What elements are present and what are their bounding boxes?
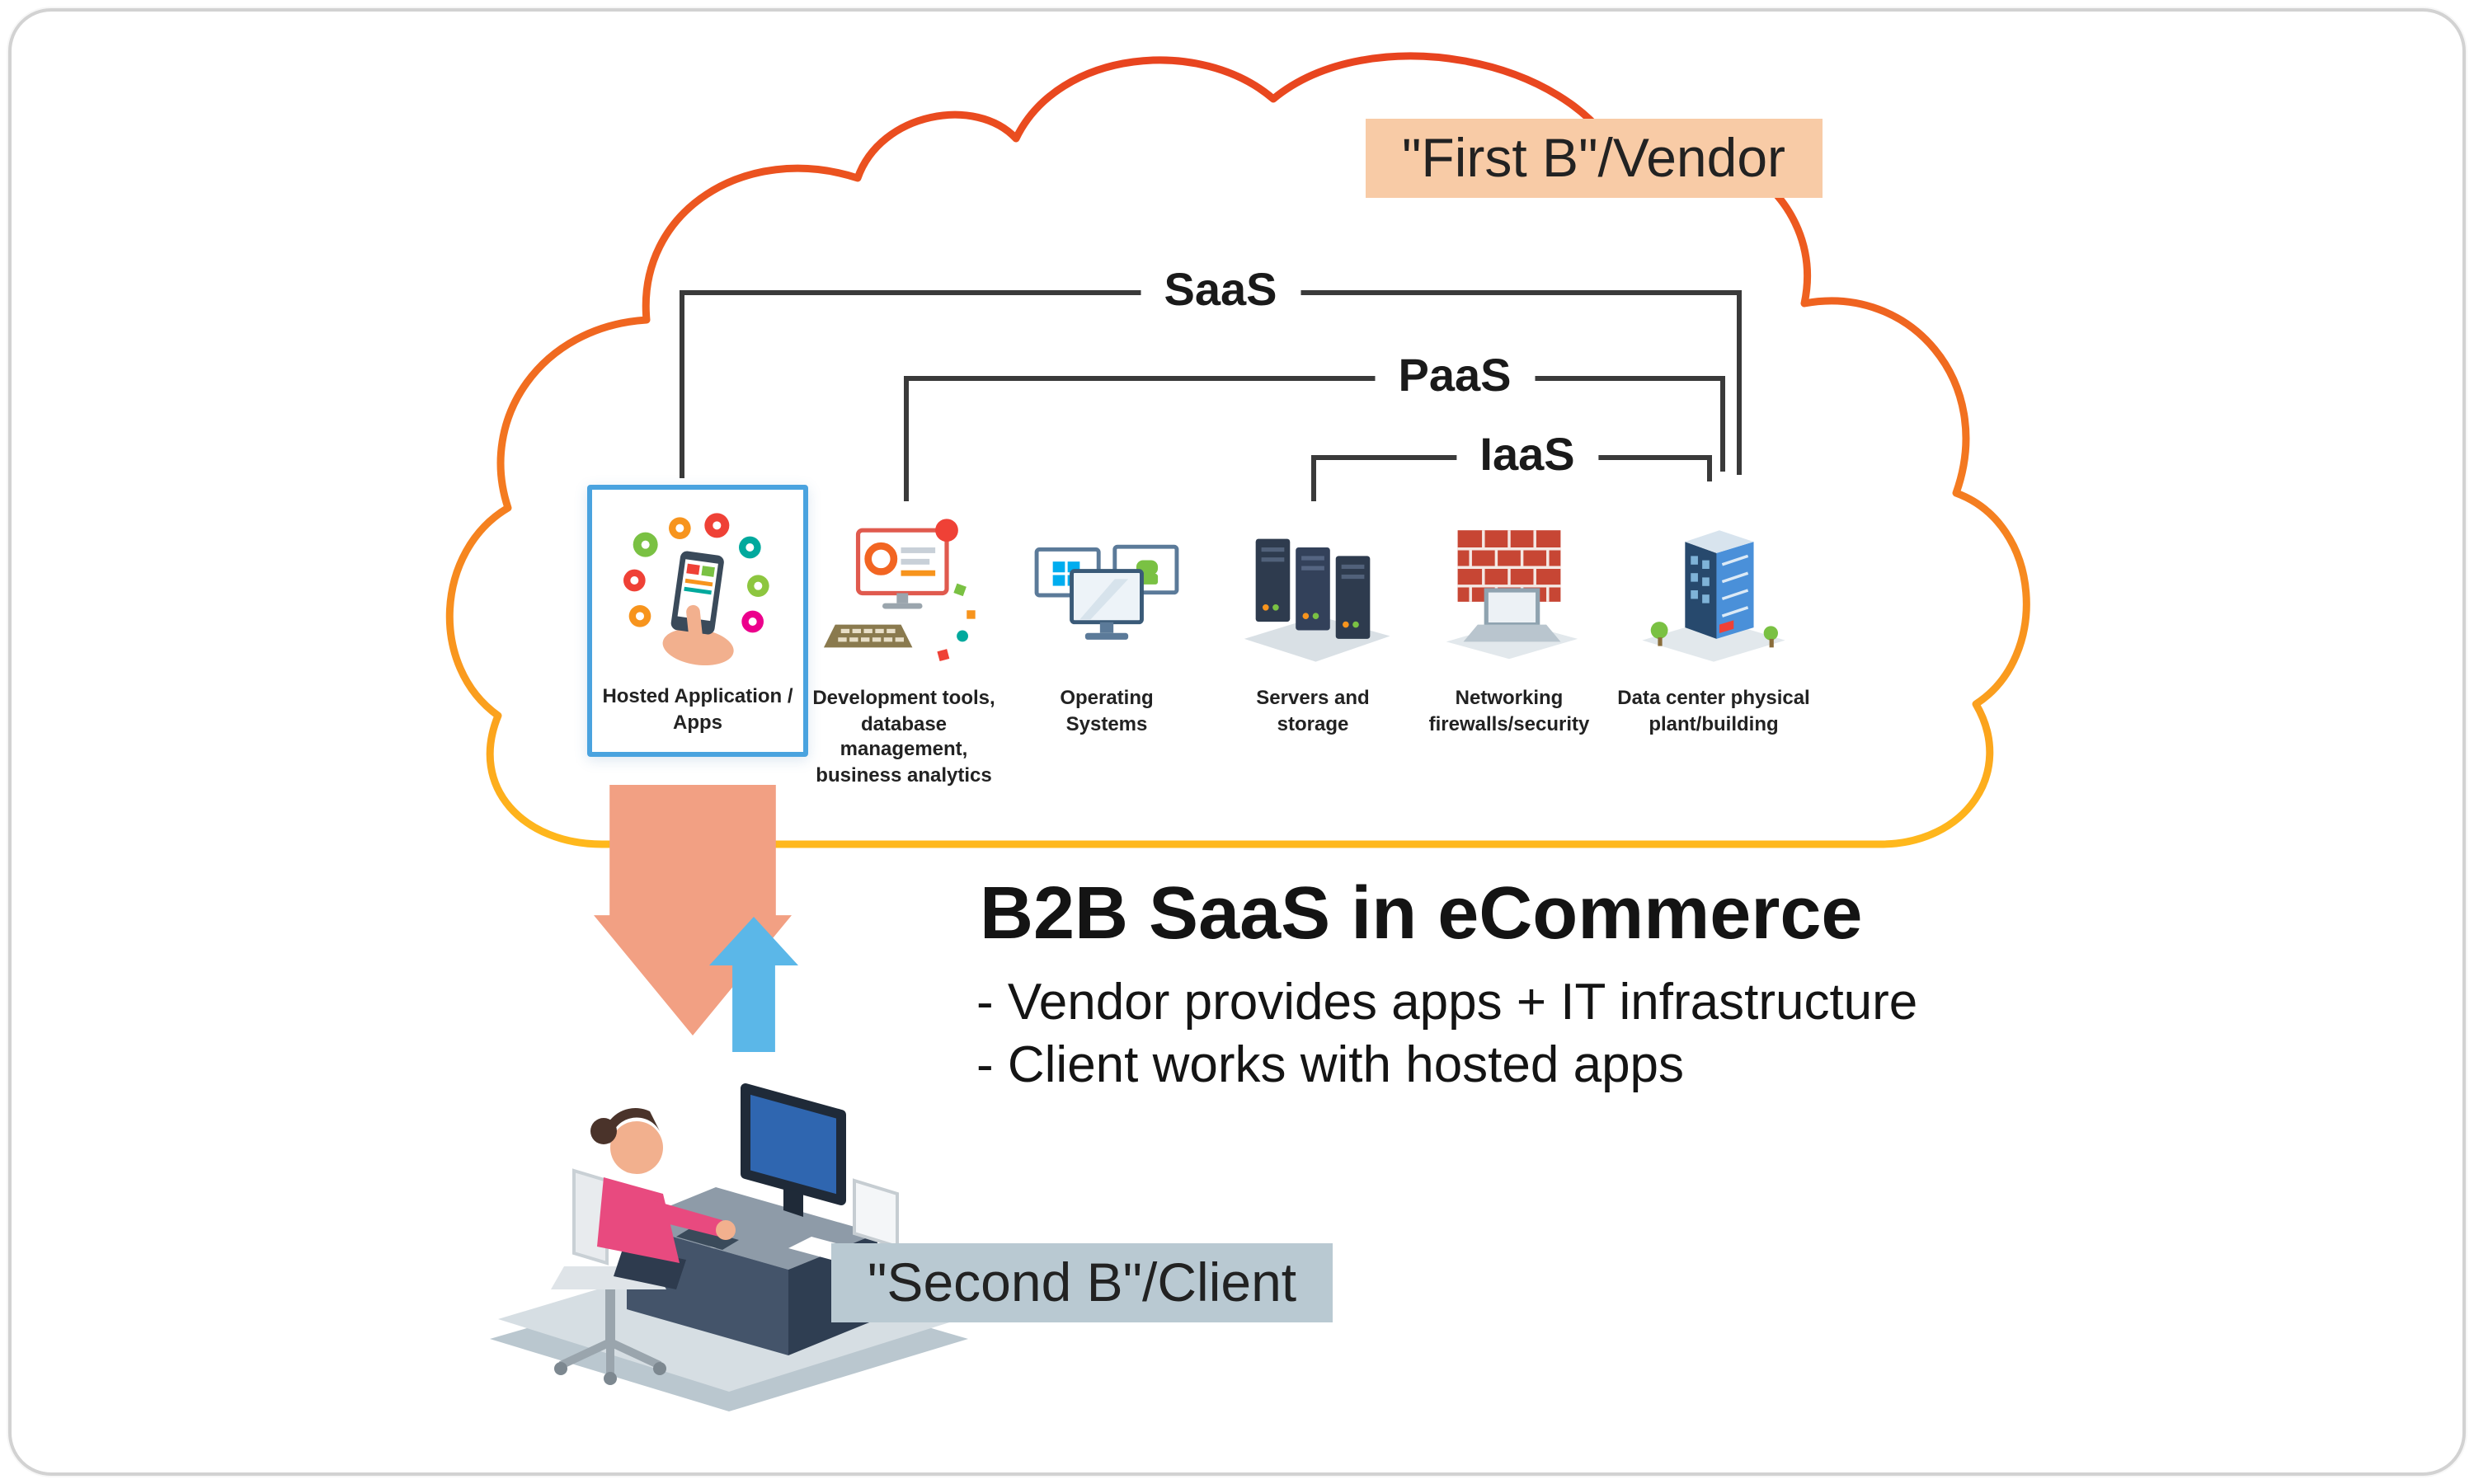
stack-item-data-center: Data center physical plant/building [1616, 505, 1811, 737]
paas-bracket-line [904, 376, 1720, 381]
slide-frame [8, 8, 2466, 1476]
stack-item-servers-storage: Servers and storage [1221, 505, 1405, 737]
stack-item-label: Development tools, database management, … [812, 686, 995, 787]
vendor-label: "First B"/Vendor [1366, 119, 1823, 199]
stack-item-label: Servers and storage [1256, 686, 1370, 735]
diagram-title: B2B SaaS in eCommerce [980, 871, 1863, 955]
paas-bracket-right-drop [1720, 376, 1725, 472]
stack-item-dev-tools: Development tools, database management, … [795, 505, 1013, 789]
stack-item-label: Hosted Application / Apps [602, 684, 793, 734]
stack-item-label: Data center physical plant/building [1617, 686, 1810, 735]
client-label: "Second B"/Client [831, 1243, 1333, 1323]
servers-storage-icon [1244, 538, 1390, 662]
stack-item-label: Operating Systems [1060, 686, 1154, 735]
dev-tools-icon [823, 519, 976, 662]
saas-bracket-left-drop [680, 290, 684, 478]
saas-label: SaaS [1141, 264, 1300, 317]
client-workstation-illustration [490, 1083, 968, 1411]
paas-bracket-left-drop [904, 376, 909, 501]
stack-item-hosted-apps: Hosted Application / Apps [587, 485, 808, 758]
saas-bracket-right-drop [1737, 290, 1742, 475]
data-center-icon [1642, 530, 1785, 662]
stack-item-network-security: Networking firewalls/security [1418, 505, 1600, 737]
stack-item-label: Networking firewalls/security [1428, 686, 1590, 735]
network-security-icon [1446, 530, 1578, 660]
iaas-bracket-left-drop [1311, 455, 1316, 501]
hosted-apps-icon [623, 513, 769, 666]
stack-item-operating-systems: Operating Systems [1019, 514, 1194, 737]
bullet-vendor-provides: - Vendor provides apps + IT infrastructu… [976, 973, 1918, 1031]
iaas-bracket-right-drop [1707, 455, 1712, 481]
operating-systems-icon [1034, 544, 1179, 640]
iaas-label: IaaS [1456, 429, 1598, 482]
bullet-client-works: - Client works with hosted apps [976, 1036, 1685, 1093]
paas-label: PaaS [1375, 350, 1535, 403]
